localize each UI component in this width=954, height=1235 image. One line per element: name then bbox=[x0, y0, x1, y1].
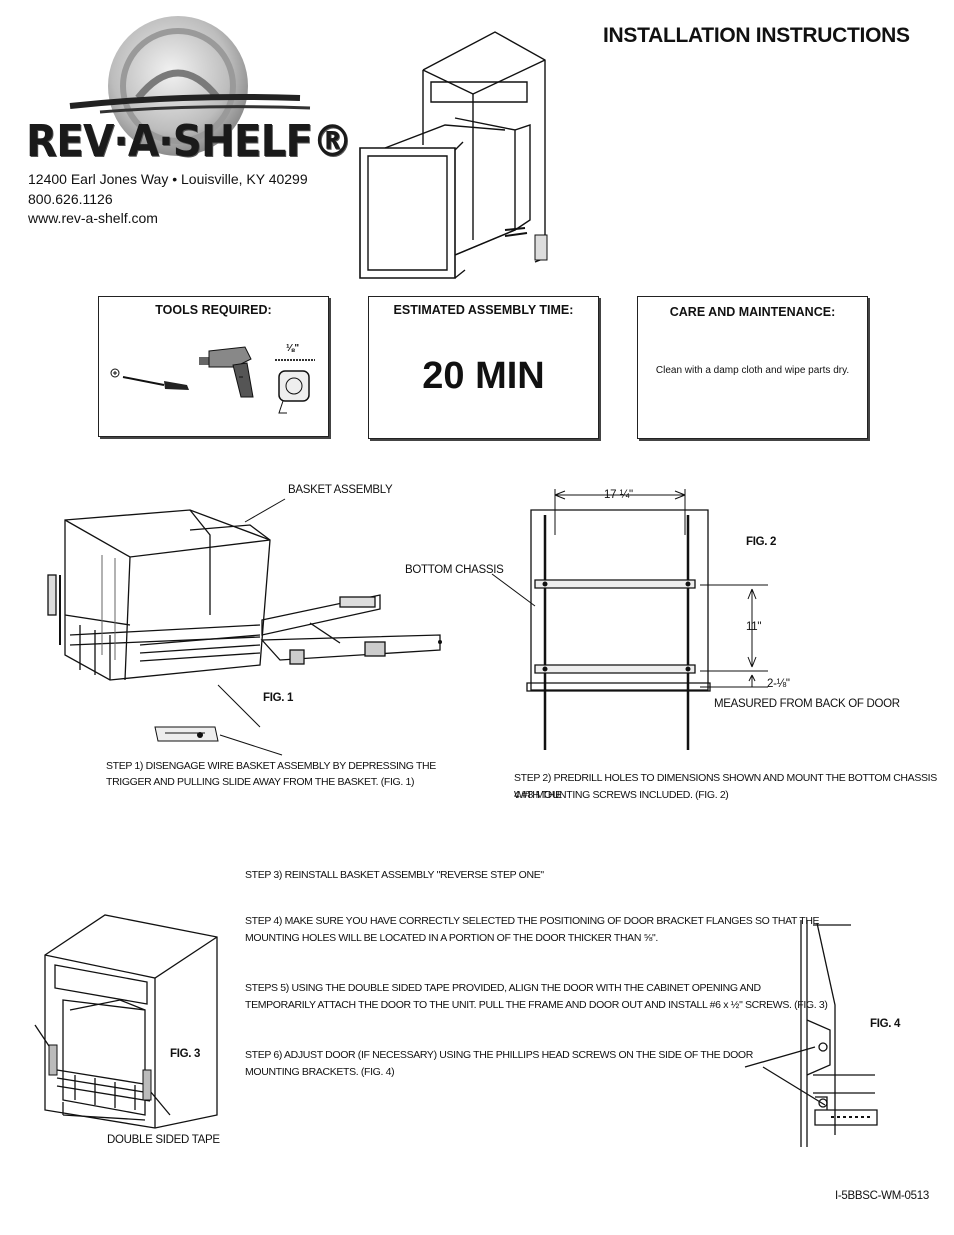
fig4-bracket-illustration bbox=[744, 920, 878, 1147]
bottom-chassis-label: BOTTOM CHASSIS bbox=[405, 564, 504, 576]
assembly-time-title: ESTIMATED ASSEMBLY TIME: bbox=[393, 303, 574, 317]
step2-line1: STEP 2) PREDRILL HOLES TO DIMENSIONS SHO… bbox=[514, 772, 937, 801]
basket-leader-line bbox=[244, 498, 286, 523]
trigger-detail-icon bbox=[154, 684, 283, 756]
care-text: Clean with a damp cloth and wipe parts d… bbox=[655, 365, 850, 376]
step2-line2: 4 #8 MOUNTING SCREWS INCLUDED. (FIG. 2) bbox=[514, 789, 729, 801]
fig2-vertical-dimension-lines bbox=[700, 584, 768, 688]
address: 12400 Earl Jones Way • Louisville, KY 40… bbox=[28, 171, 308, 187]
fig2-height-dimension: 11" bbox=[746, 621, 762, 633]
cabinet-hero-illustration bbox=[359, 31, 548, 279]
fig4-label: FIG. 4 bbox=[870, 1018, 901, 1030]
phone: 800.626.1126 bbox=[28, 191, 113, 207]
step6-line2: MOUNTING BRACKETS. (FIG. 4) bbox=[245, 1066, 395, 1078]
tools-title: TOOLS REQUIRED: bbox=[155, 303, 272, 317]
tape-measure-icon bbox=[278, 370, 310, 414]
step4-line2: MOUNTING HOLES WILL BE LOCATED IN A PORT… bbox=[245, 932, 658, 944]
fig2-chassis-diagram bbox=[526, 489, 711, 750]
drill-icon bbox=[199, 346, 254, 398]
step4-line1: STEP 4) MAKE SURE YOU HAVE CORRECTLY SEL… bbox=[245, 915, 820, 927]
assembly-time-value: 20 MIN bbox=[422, 355, 545, 397]
care-title: CARE AND MAINTENANCE: bbox=[669, 305, 836, 319]
page-title: INSTALLATION INSTRUCTIONS bbox=[603, 24, 910, 47]
step1-line2: TRIGGER AND PULLING SLIDE AWAY FROM THE … bbox=[106, 776, 415, 788]
document-code: I-5BBSC-WM-0513 bbox=[835, 1190, 929, 1202]
step1-line1: STEP 1) DISENGAGE WIRE BASKET ASSEMBLY B… bbox=[106, 760, 436, 772]
care-maintenance-box: CARE AND MAINTENANCE: Clean with a damp … bbox=[637, 296, 868, 439]
logo-emblem-icon bbox=[69, 16, 311, 156]
double-sided-tape-label: DOUBLE SIDED TAPE bbox=[107, 1134, 220, 1146]
basket-assembly-label: BASKET ASSEMBLY bbox=[288, 484, 393, 496]
fig1-basket-illustration bbox=[47, 509, 442, 681]
website-link[interactable]: www.rev-a-shelf.com bbox=[28, 210, 158, 226]
step6-line1: STEP 6) ADJUST DOOR (IF NECESSARY) USING… bbox=[245, 1049, 753, 1061]
tools-required-box: TOOLS REQUIRED: ⅛" bbox=[98, 296, 329, 437]
fig3-label: FIG. 3 bbox=[170, 1048, 201, 1060]
fig2-label: FIG. 2 bbox=[746, 536, 777, 548]
logo-wordmark: REV·A·SHELF® bbox=[26, 116, 353, 167]
fig3-cabinet-illustration bbox=[34, 914, 218, 1129]
step5-line2: TEMPORARILY ATTACH THE DOOR TO THE UNIT.… bbox=[245, 999, 828, 1011]
step3-text: STEP 3) REINSTALL BASKET ASSEMBLY "REVER… bbox=[245, 869, 544, 881]
fig1-label: FIG. 1 bbox=[263, 692, 294, 704]
fig2-width-dimension: 17-¼" bbox=[604, 489, 633, 501]
drill-bit-icon bbox=[275, 359, 315, 361]
step5-line1: STEPS 5) USING THE DOUBLE SIDED TAPE PRO… bbox=[245, 982, 761, 994]
fig2-measurement-note: MEASURED FROM BACK OF DOOR bbox=[714, 698, 900, 710]
fig2-bottom-dimension: 2-⅛" bbox=[767, 678, 790, 690]
assembly-time-box: ESTIMATED ASSEMBLY TIME: 20 MIN bbox=[368, 296, 599, 439]
drill-bit-size: ⅛" bbox=[286, 343, 300, 354]
screwdriver-icon bbox=[110, 368, 189, 390]
